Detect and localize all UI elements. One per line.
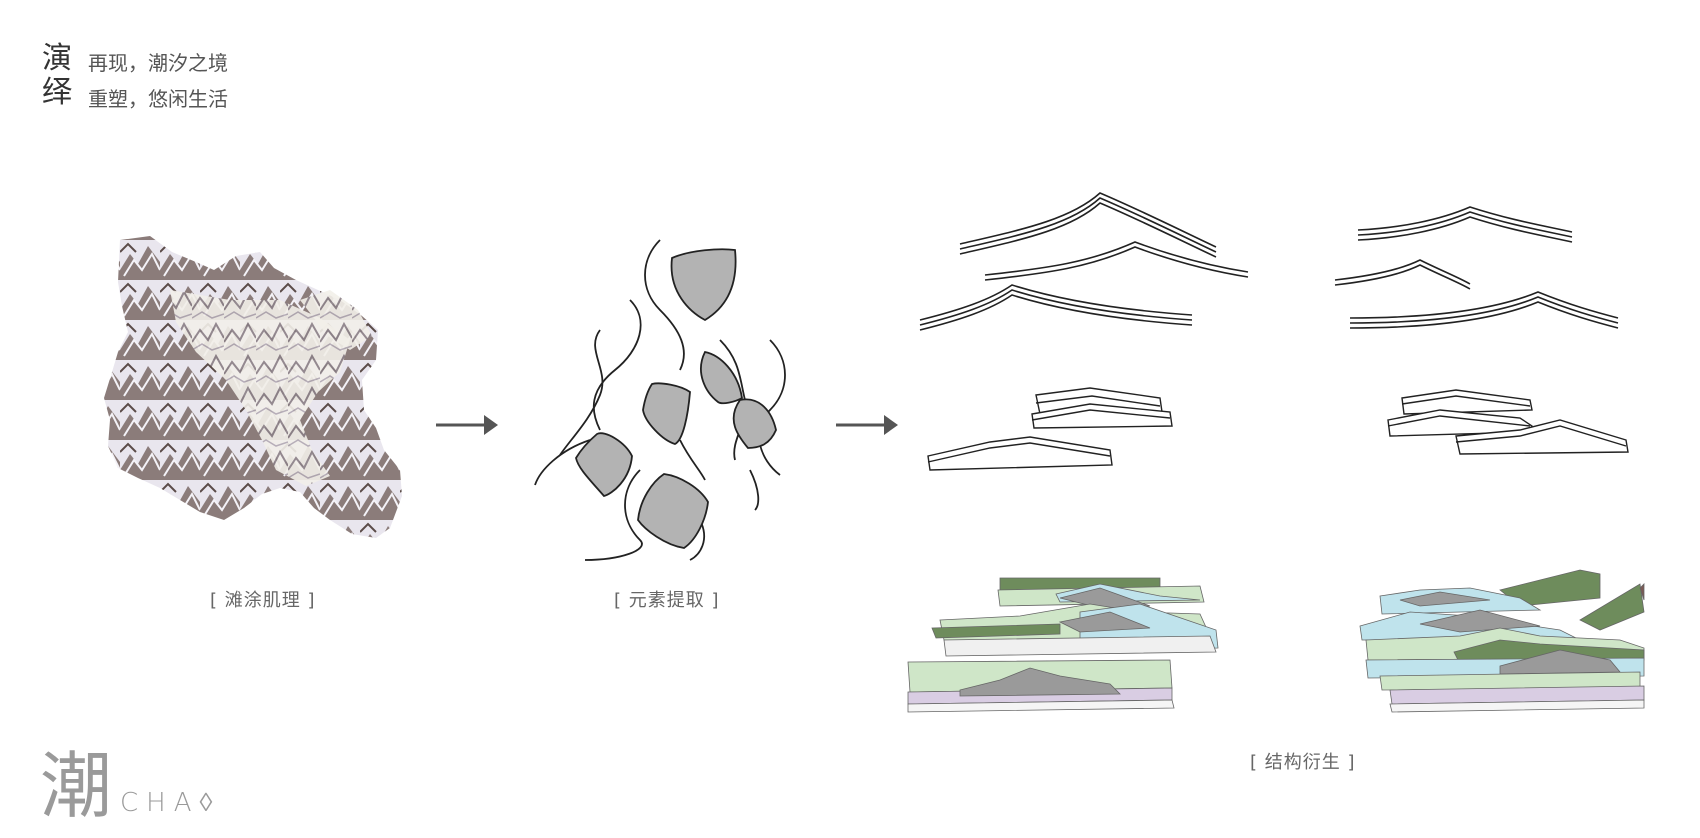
roof-slabs-left <box>927 387 1173 471</box>
heading: 演 绎 再现，潮汐之境 重塑，悠闲生活 <box>40 42 228 117</box>
logo-character: 潮 <box>40 744 113 828</box>
arrow-right-icon <box>836 415 898 435</box>
heading-char-2: 绎 <box>42 75 72 110</box>
roof-lines-right <box>1334 206 1619 329</box>
heading-char-1: 演 <box>42 41 72 76</box>
heading-line-1: 再现，潮汐之境 <box>88 51 228 75</box>
roof-slabs-right <box>1387 389 1629 455</box>
logo-latin: CHA◊ <box>120 788 221 818</box>
heading-line-2: 重塑，悠闲生活 <box>88 87 228 111</box>
heading-vertical: 演 绎 <box>40 42 74 110</box>
colored-model-right <box>1359 569 1645 713</box>
heading-subtitles: 再现，潮汐之境 重塑，悠闲生活 <box>88 45 228 117</box>
caption-extraction: [ 元素提取 ] <box>614 590 720 611</box>
extracted-shapes <box>575 248 777 549</box>
caption-structure: [ 结构衍生 ] <box>1250 752 1356 773</box>
terrain-texture-image <box>104 236 402 538</box>
arrow-right-icon <box>436 415 498 435</box>
roof-lines-left <box>919 192 1249 331</box>
colored-model-left <box>907 577 1219 713</box>
caption-texture: [ 滩涂肌理 ] <box>210 590 316 611</box>
logo: 潮 CHA◊ <box>40 748 220 824</box>
